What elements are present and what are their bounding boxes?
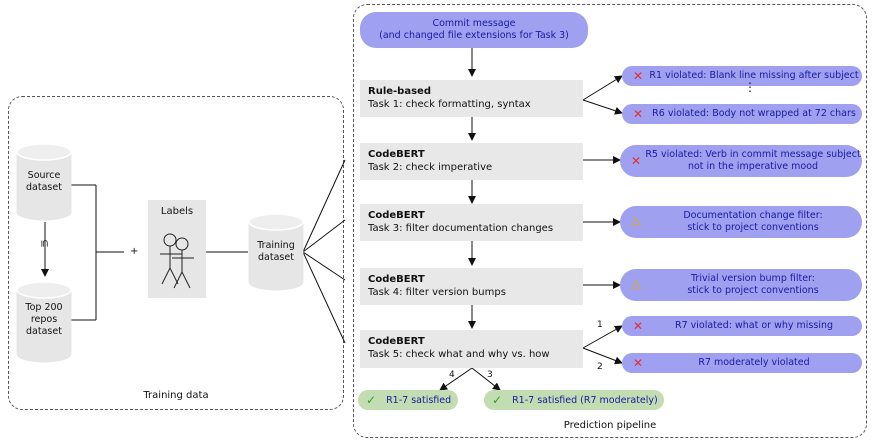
r7-moderate-pill: ✕ R7 moderately violated xyxy=(622,353,862,373)
documentation-filter-pill: ⚠ Documentation change filter: stick to … xyxy=(620,206,862,238)
check-icon: ✓ xyxy=(366,393,377,407)
top-repos-dataset-label: Top 200 repos dataset xyxy=(25,302,63,337)
source-dataset-cylinder xyxy=(16,143,72,221)
r6-violation-text: R6 violated: Body not wrapped at 72 char… xyxy=(652,108,856,119)
branch-number-4: 4 xyxy=(449,370,455,380)
task-4-desc: Task 4: filter version bumps xyxy=(368,287,506,298)
satisfied-text: R1-7 satisfied xyxy=(386,394,452,406)
r1-violation-text: R1 violated: Blank line missing after su… xyxy=(649,70,859,81)
task-5-box: CodeBERT Task 5: check what and why vs. … xyxy=(360,330,583,368)
r6-violation-pill: ✕ R6 violated: Body not wrapped at 72 ch… xyxy=(622,104,862,124)
r7-moderate-text: R7 moderately violated xyxy=(698,357,810,368)
satisfied-pill: ✓ R1-7 satisfied xyxy=(358,390,458,410)
task-3-title: CodeBERT xyxy=(368,210,425,221)
stick-figure-icon xyxy=(160,233,194,289)
task-2-title: CodeBERT xyxy=(368,149,425,160)
commit-message-text: Commit message (and changed file extensi… xyxy=(379,18,569,41)
branch-number-2: 2 xyxy=(597,362,603,372)
training-dataset-cylinder xyxy=(248,213,304,291)
labels-title: Labels xyxy=(160,206,194,217)
training-data-region xyxy=(8,96,344,410)
version-filter-text: Trivial version bump filter: stick to pr… xyxy=(687,273,819,296)
check-icon: ✓ xyxy=(492,393,503,407)
task-5-title: CodeBERT xyxy=(368,336,425,347)
version-filter-pill: ⚠ Trivial version bump filter: stick to … xyxy=(620,269,862,301)
task-4-title: CodeBERT xyxy=(368,274,425,285)
more-rules-ellipsis: ⋮ xyxy=(744,80,756,94)
r5-violation-pill: ✕ R5 violated: Verb in commit message su… xyxy=(620,145,862,177)
documentation-filter-text: Documentation change filter: stick to pr… xyxy=(683,210,823,233)
source-dataset-label: Source dataset xyxy=(26,170,62,193)
task-1-title: Rule-based xyxy=(368,86,431,97)
task-2-desc: Task 2: check imperative xyxy=(368,162,493,173)
task-1-desc: Task 1: check formatting, syntax xyxy=(368,99,531,110)
subset-symbol: ⊆ xyxy=(38,239,50,248)
task-5-desc: Task 5: check what and why vs. how xyxy=(368,349,550,360)
branch-number-3: 3 xyxy=(487,370,493,380)
r7-missing-text: R7 violated: what or why missing xyxy=(674,320,834,331)
branch-number-1: 1 xyxy=(597,320,603,330)
cross-icon: ✕ xyxy=(632,319,644,333)
warning-icon: ⚠ xyxy=(630,278,642,292)
task-3-box: CodeBERT Task 3: filter documentation ch… xyxy=(360,204,583,241)
training-dataset-label: Training dataset xyxy=(257,240,295,263)
r1-violation-pill: ✕ R1 violated: Blank line missing after … xyxy=(622,66,862,86)
plus-sign: + xyxy=(130,246,139,257)
cross-icon: ✕ xyxy=(632,69,644,83)
training-data-label: Training data xyxy=(143,390,209,401)
commit-message-pill: Commit message (and changed file extensi… xyxy=(360,12,588,48)
cross-icon: ✕ xyxy=(632,356,644,370)
satisfied-moderate-pill: ✓ R1-7 satisfied (R7 moderately) xyxy=(484,390,664,410)
prediction-pipeline-region xyxy=(353,4,867,438)
cross-icon: ✕ xyxy=(630,154,642,168)
cross-icon: ✕ xyxy=(632,107,644,121)
r5-violation-text: R5 violated: Verb in commit message subj… xyxy=(645,149,861,172)
task-1-box: Rule-based Task 1: check formatting, syn… xyxy=(360,80,583,117)
warning-icon: ⚠ xyxy=(630,215,642,229)
satisfied-moderate-text: R1-7 satisfied (R7 moderately) xyxy=(512,394,658,406)
task-4-box: CodeBERT Task 4: filter version bumps xyxy=(360,268,583,305)
task-3-desc: Task 3: filter documentation changes xyxy=(368,223,554,234)
top-repos-dataset-cylinder xyxy=(16,281,72,363)
r7-missing-pill: ✕ R7 violated: what or why missing xyxy=(622,316,862,336)
labels-box: Labels xyxy=(148,200,206,298)
task-2-box: CodeBERT Task 2: check imperative xyxy=(360,143,583,180)
prediction-pipeline-label: Prediction pipeline xyxy=(563,420,657,431)
